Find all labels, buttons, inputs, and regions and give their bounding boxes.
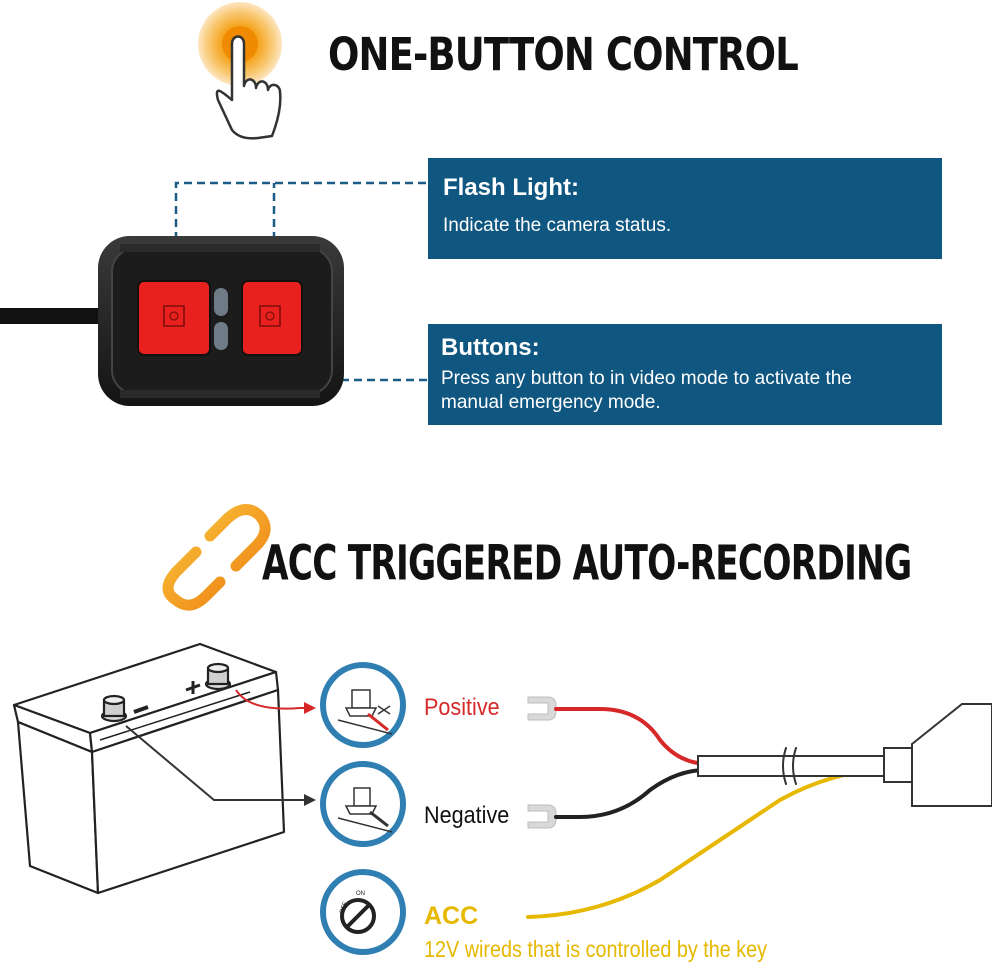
buttons-callout: Buttons: Press any button to in video mo… xyxy=(428,324,942,425)
positive-connection-icon xyxy=(320,662,406,748)
buttons-description-line1: Press any button to in video mode to act… xyxy=(441,368,852,389)
terminal-arrows xyxy=(125,689,316,806)
flash-light-callout: Flash Light: Indicate the camera status. xyxy=(428,158,942,259)
power-wires xyxy=(526,703,992,919)
buttons-description-line2: manual emergency mode. xyxy=(441,392,661,413)
negative-label: Negative xyxy=(424,802,510,829)
ignition-key-icon xyxy=(320,869,406,955)
battery-icon xyxy=(12,642,286,895)
flash-light-title: Flash Light: xyxy=(443,174,579,201)
acc-description: 12V wireds that is controlled by the key xyxy=(424,936,768,962)
right-red-button-icon xyxy=(241,280,303,356)
section-title-one-button-control: ONE-BUTTON CONTROL xyxy=(328,28,799,81)
chain-link-icon xyxy=(162,504,271,611)
acc-label: ACC xyxy=(424,902,479,930)
fork-terminals xyxy=(527,696,557,829)
negative-connection-icon xyxy=(320,761,406,847)
negative-terminal-icon xyxy=(100,694,149,723)
left-red-button-icon xyxy=(137,280,211,356)
section-title-acc-recording: ACC TRIGGERED AUTO-RECORDING xyxy=(262,535,912,592)
positive-terminal-icon xyxy=(185,662,232,694)
tap-finger-icon xyxy=(198,2,282,140)
button-control-unit xyxy=(0,236,344,406)
flash-light-description: Indicate the camera status. xyxy=(443,215,672,236)
positive-label: Positive xyxy=(424,694,500,721)
ignition-on-text: ON xyxy=(356,891,365,897)
buttons-title: Buttons: xyxy=(441,334,540,361)
